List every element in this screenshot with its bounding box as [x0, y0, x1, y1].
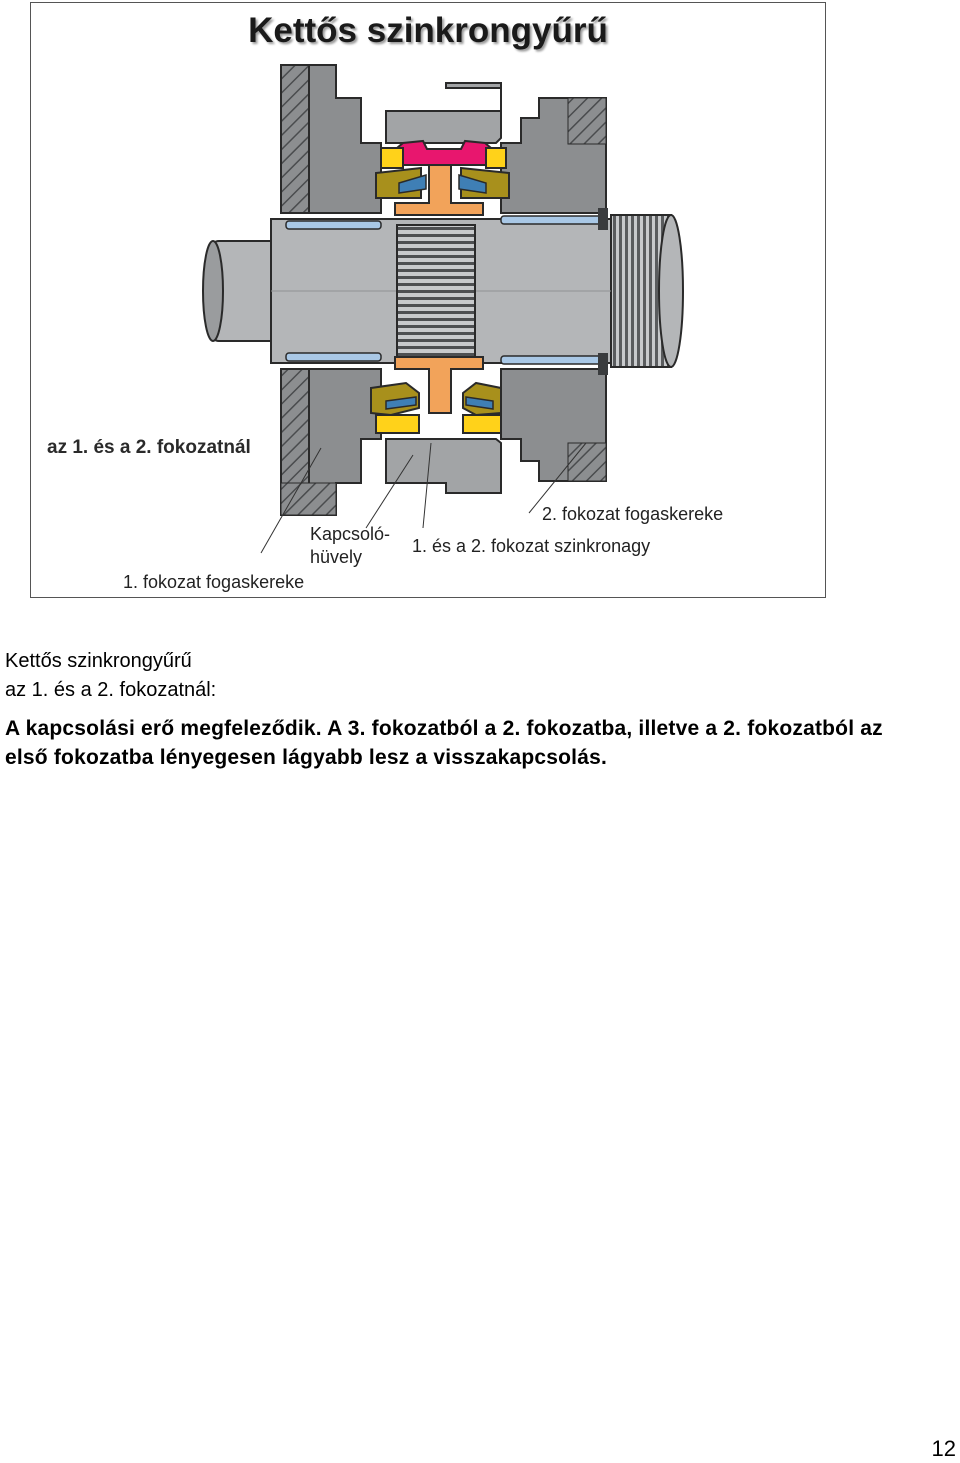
leader-lines	[260, 442, 587, 554]
note-body: A kapcsolási erő megfeleződik. A 3. foko…	[5, 717, 883, 769]
page-number: 12	[931, 1436, 956, 1461]
shift-sleeve	[390, 139, 498, 166]
synchronizer-housing	[385, 82, 502, 144]
gear-1-label: 1. fokozat fogaskereke	[123, 572, 305, 592]
output-spline-shaft	[610, 214, 684, 368]
synchronizer-cross-section-diagram	[202, 64, 684, 554]
gear-2	[500, 97, 607, 482]
gear-1	[280, 64, 382, 516]
slide-figure: Kettős szinkrongyűrű az 1. és a 2. fokoz…	[30, 2, 826, 598]
synchronizer-rings-upper	[375, 147, 510, 199]
hub-label: 1. és a 2. fokozat szinkronagy	[412, 536, 651, 556]
state-label: az 1. és a 2. fokozatnál	[47, 437, 251, 458]
sleeve-label-line1: Kapcsoló-	[310, 524, 391, 544]
note-title: Kettős szinkrongyűrű	[5, 650, 192, 672]
synchronizer-rings-lower	[370, 381, 502, 434]
slide-title: Kettős szinkrongyűrű	[248, 11, 608, 50]
gear-2-label: 2. fokozat fogaskereke	[542, 504, 724, 524]
needle-bearings	[285, 208, 608, 375]
sleeve-label-line2: hüvely	[310, 547, 363, 567]
note-subtitle: az 1. és a 2. fokozatnál:	[5, 679, 217, 701]
shaft-spline	[396, 224, 476, 358]
input-shaft	[202, 240, 282, 342]
